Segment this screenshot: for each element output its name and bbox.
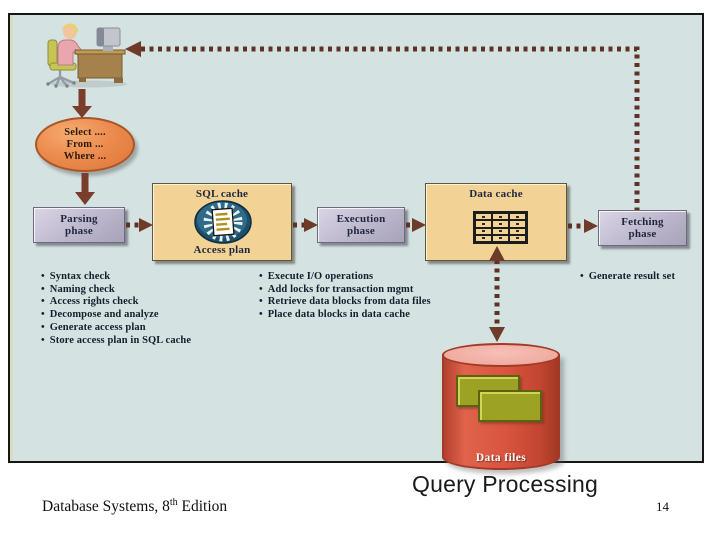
execution-steps-list: Execute I/O operations Add locks for tra… <box>259 271 431 322</box>
person-body <box>57 39 84 66</box>
data-files-label: Data files <box>475 452 527 464</box>
footer-book-suffix: Edition <box>177 498 228 516</box>
page-number: 14 <box>656 499 669 514</box>
query-line: From ... <box>66 138 104 150</box>
arrow-user-to-query <box>72 89 92 118</box>
diagram-panel: Select .... From ... Where ... Parsing p… <box>8 13 704 470</box>
list-item: Execute I/O operations <box>259 271 431 284</box>
data-cache-box: Data cache <box>425 183 567 261</box>
arrow-query-to-parsing <box>75 173 95 205</box>
monitor-stand <box>103 45 113 51</box>
table-grid-icon <box>473 211 528 244</box>
data-file-block <box>478 390 542 422</box>
parsing-phase-label2: phase <box>65 225 93 237</box>
list-item: Add locks for transaction mgmt <box>259 284 431 297</box>
desk-front <box>77 53 123 79</box>
person-hair <box>61 23 78 33</box>
list-item: Place data blocks in data cache <box>259 309 431 322</box>
list-item: Access rights check <box>41 296 191 309</box>
list-item: Decompose and analyze <box>41 309 191 322</box>
desk-foot-left <box>79 78 86 82</box>
arrow-sqlcache-to-execution <box>293 218 318 232</box>
sunburst-document-icon <box>194 200 252 244</box>
footer-book-title: Database Systems, 8th Edition <box>42 497 227 516</box>
chair-back <box>47 39 58 67</box>
fetching-steps-list: Generate result set <box>580 271 675 284</box>
execution-phase-box: Execution phase <box>317 207 405 243</box>
query-line: Where ... <box>63 150 107 162</box>
user-desk-clipart <box>46 23 127 88</box>
list-item: Generate result set <box>580 271 675 284</box>
data-cache-title: Data cache <box>469 188 523 200</box>
desk-top <box>74 49 126 55</box>
execution-phase-label2: phase <box>347 225 375 237</box>
parsing-steps-list: Syntax check Naming check Access rights … <box>41 271 191 347</box>
sql-query-ellipse: Select .... From ... Where ... <box>35 117 135 172</box>
cylinder-top <box>442 343 560 367</box>
parsing-phase-box: Parsing phase <box>33 207 125 243</box>
list-item: Naming check <box>41 284 191 297</box>
chair-base <box>47 68 75 87</box>
list-item: Retrieve data blocks from data files <box>259 296 431 309</box>
monitor-screen <box>97 28 104 46</box>
slide-title: Query Processing <box>412 471 598 497</box>
sql-cache-box: SQL cache Access plan <box>152 183 292 261</box>
database-cylinder-icon: Data files <box>442 343 560 470</box>
footer-book-superscript: th <box>169 497 178 508</box>
desk-foot-right <box>114 78 123 83</box>
arrow-execution-to-datacache <box>406 218 426 232</box>
arrow-parsing-to-sqlcache <box>126 218 153 232</box>
query-line: Select .... <box>64 126 106 138</box>
arrow-datacache-to-fetching <box>568 219 598 233</box>
person-head <box>63 25 77 39</box>
list-item: Generate access plan <box>41 322 191 335</box>
fetching-phase-label2: phase <box>628 228 657 240</box>
parsing-phase-label: Parsing <box>60 212 98 225</box>
footer-book-prefix: Database Systems, 8 <box>42 498 170 516</box>
list-item: Store access plan in SQL cache <box>41 335 191 348</box>
fetching-phase-box: Fetching phase <box>598 210 687 246</box>
access-plan-caption: Access plan <box>193 244 251 256</box>
list-item: Syntax check <box>41 271 191 284</box>
fetching-phase-label: Fetching <box>621 215 664 228</box>
execution-phase-label: Execution <box>336 212 386 225</box>
